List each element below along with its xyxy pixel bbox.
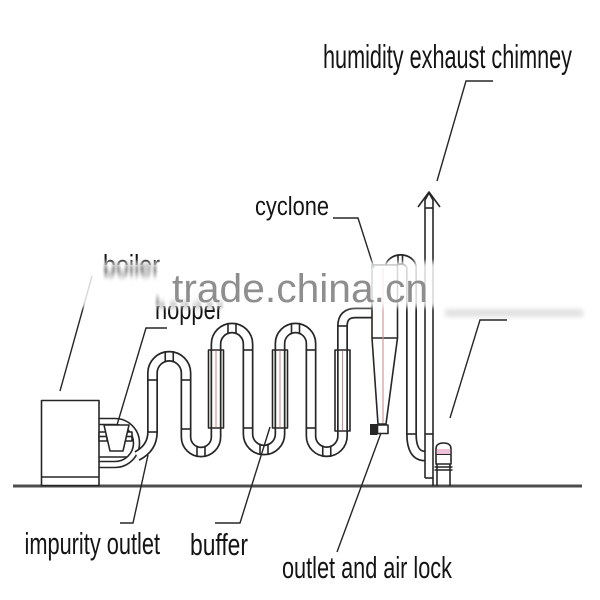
pipe-flanges bbox=[164, 254, 404, 458]
label-boiler: boiler bbox=[103, 250, 160, 282]
pipe-joints bbox=[147, 325, 417, 435]
exhaust-chimney bbox=[417, 191, 441, 486]
boiler bbox=[40, 399, 100, 487]
label-boiler-obscured: boiler bbox=[103, 250, 160, 282]
arrow-head bbox=[417, 191, 441, 208]
labels: humidity exhaust chimney cyclone boiler … bbox=[25, 38, 573, 585]
conveying-pipe bbox=[134, 307, 372, 461]
label-impurity-outlet: impurity outlet bbox=[25, 526, 161, 561]
exhaust-arrow-icon bbox=[417, 191, 441, 209]
buffer-sections bbox=[207, 349, 351, 432]
leader-line-hopper bbox=[116, 327, 167, 426]
hopper bbox=[98, 424, 133, 452]
boiler-label-smear: boiler bbox=[103, 250, 160, 282]
feed-duct-outer-wall bbox=[99, 417, 141, 469]
leader-line-outlet-air-lock bbox=[336, 432, 382, 553]
obscured-label-smear bbox=[445, 309, 583, 317]
leader-line-chimney bbox=[436, 80, 493, 182]
leader-line-impurity-outlet bbox=[120, 454, 149, 524]
buffer-casing bbox=[271, 349, 289, 429]
air-lock bbox=[370, 424, 389, 435]
label-humidity-exhaust-chimney: humidity exhaust chimney bbox=[323, 38, 572, 75]
watermark-overlay: boiler hopper trade.china.cn bbox=[63, 250, 595, 326]
fan-color-band bbox=[436, 449, 451, 455]
buffer-section bbox=[334, 349, 351, 432]
conveying-pipe-bore bbox=[135, 309, 372, 460]
air-lock-motor bbox=[370, 424, 378, 435]
leader-line-fan bbox=[449, 319, 507, 419]
watermark-band bbox=[63, 262, 595, 307]
arrow-tip-inner bbox=[424, 192, 434, 201]
label-outlet-and-air-lock: outlet and air lock bbox=[282, 550, 452, 585]
buffer-section bbox=[271, 349, 289, 429]
leader-line-cyclone bbox=[333, 217, 375, 269]
buffer-casing bbox=[207, 349, 225, 429]
label-hopper: hopper bbox=[155, 294, 223, 326]
label-buffer: buffer bbox=[190, 527, 248, 562]
exhaust-fan bbox=[434, 442, 453, 486]
air-lock-valve bbox=[376, 424, 389, 435]
label-cyclone: cyclone bbox=[255, 193, 329, 221]
hopper-funnel bbox=[103, 424, 130, 452]
leader-line-buffer bbox=[215, 426, 271, 524]
label-hopper-obscured: hopper bbox=[155, 294, 223, 326]
watermark-text: trade.china.cn bbox=[172, 267, 428, 311]
hopper-label-smear: hopper bbox=[155, 294, 223, 326]
boiler-body bbox=[40, 399, 100, 487]
buffer-casing bbox=[334, 349, 351, 432]
buffer-section bbox=[207, 349, 225, 429]
